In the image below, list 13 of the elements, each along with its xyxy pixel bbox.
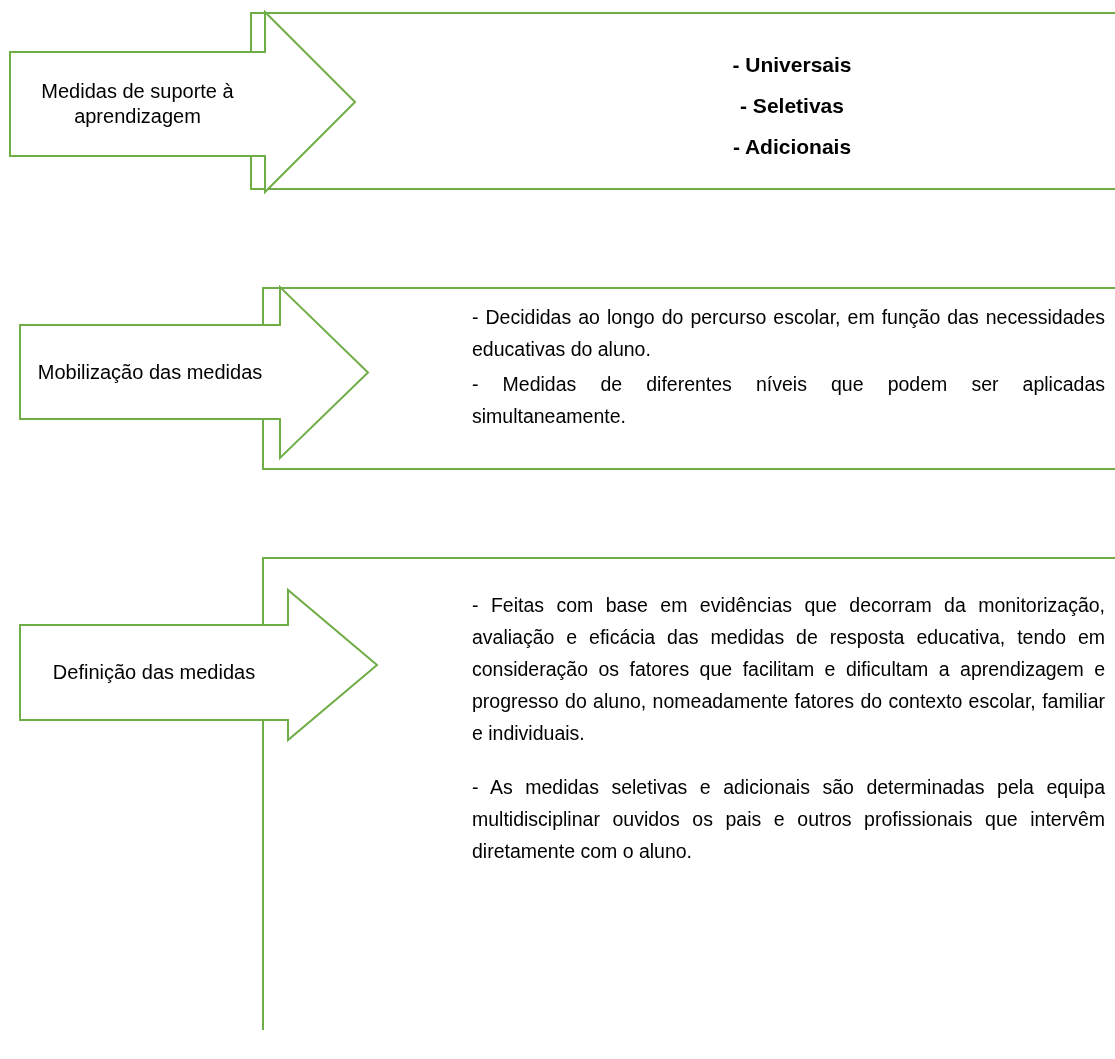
paragraph: - Feitas com base em evidências que decorram da monitorização, avaliação e eficácia das medidas de resposta educativa, tendo em consideração os fatores que facilitam e dificultam a aprendizagem e progresso do aluno, nomeadamente fatores do contexto escolar, familiar e individuais. [472,593,1105,746]
text-panel [250,12,1115,190]
arrow-label: Definição das medidas [52,660,256,685]
text-panel [262,287,1115,470]
paragraph: - As medidas seletivas e adicionais são determinadas pela equipa multidisciplinar ouvidos os pais e outros profissionais que intervêm diretamente com o aluno. [472,775,1105,864]
paragraph: - Medidas de diferentes níveis que podem ser aplicadas simultaneamente. [472,372,1105,429]
list-item: - Universais [732,52,852,78]
paragraph: - Decididas ao longo do percurso escolar, em função das necessidades educativas do aluno. [472,305,1105,362]
arrow-label: Medidas de suporte à aprendizagem [40,79,235,129]
text-panel [262,557,1115,1030]
arrow-label: Mobilização das medidas [37,359,263,385]
list-item: - Seletivas [740,93,844,119]
list-item: - Adicionais [732,134,852,160]
